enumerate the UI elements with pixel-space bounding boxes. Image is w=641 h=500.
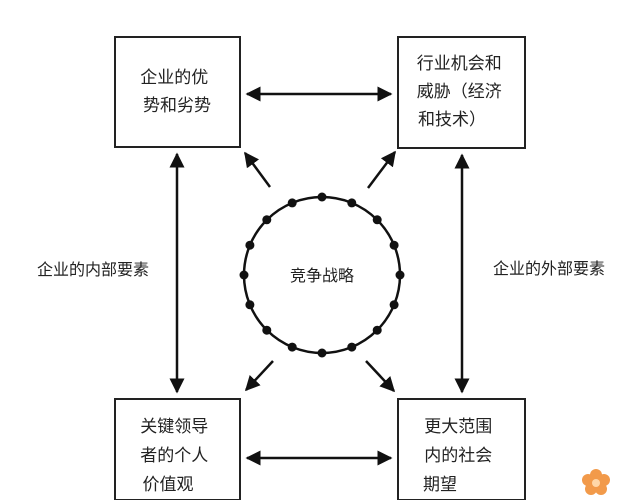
circle-dot: [262, 325, 272, 335]
arrow-to-top-left: [243, 151, 272, 188]
circle-dot: [245, 300, 255, 310]
node-line: 者的个人: [140, 446, 208, 466]
node-social-expectations-text: 更大范围 内的社会 期望: [423, 417, 498, 495]
circle-dot: [317, 348, 327, 358]
strategy-circle-dots: [239, 192, 405, 358]
circle-dot: [395, 270, 405, 280]
node-line: 行业机会和: [417, 54, 502, 74]
side-label-external: 企业的外部要素: [493, 259, 605, 278]
circle-dot: [372, 325, 382, 335]
node-line: 期望: [423, 475, 457, 495]
node-line: 和技术）: [418, 110, 486, 130]
circle-dot: [262, 215, 272, 225]
node-line: 威胁（经济: [417, 82, 502, 102]
circle-dot: [317, 192, 327, 202]
node-line: 关键领导: [140, 417, 208, 437]
circle-dot: [287, 342, 297, 352]
arrow-to-bottom-left: [244, 360, 274, 392]
box-opportunities-threats: [397, 36, 526, 149]
circle-dot: [389, 300, 399, 310]
flower-watermark-icon: [582, 469, 610, 495]
circle-dot: [287, 198, 297, 208]
center-label: 竞争战略: [290, 266, 354, 285]
box-social-expectations: [397, 398, 526, 500]
side-label-internal: 企业的内部要素: [37, 260, 149, 279]
circle-dot: [245, 240, 255, 250]
circle-dot: [347, 342, 357, 352]
circle-dot: [372, 215, 382, 225]
circle-dot: [347, 198, 357, 208]
node-line: 内的社会: [424, 446, 492, 466]
node-leader-values-text: 关键领导 者的个人 价值观: [140, 417, 213, 495]
box-strengths-weaknesses: [114, 36, 241, 148]
node-opportunities-threats-text: 行业机会和 威胁（经济 和技术）: [417, 54, 507, 130]
node-line: 更大范围: [424, 417, 492, 437]
node-line: 企业的优: [140, 68, 208, 88]
circle-dot: [239, 270, 249, 280]
arrow-to-top-right: [367, 150, 396, 189]
node-line: 势和劣势: [143, 96, 211, 116]
node-strengths-weaknesses-text: 企业的优 势和劣势: [140, 68, 213, 116]
circle-dot: [389, 240, 399, 250]
node-line: 价值观: [143, 475, 194, 495]
arrow-to-bottom-right: [365, 360, 396, 393]
box-leader-values: [114, 398, 241, 500]
